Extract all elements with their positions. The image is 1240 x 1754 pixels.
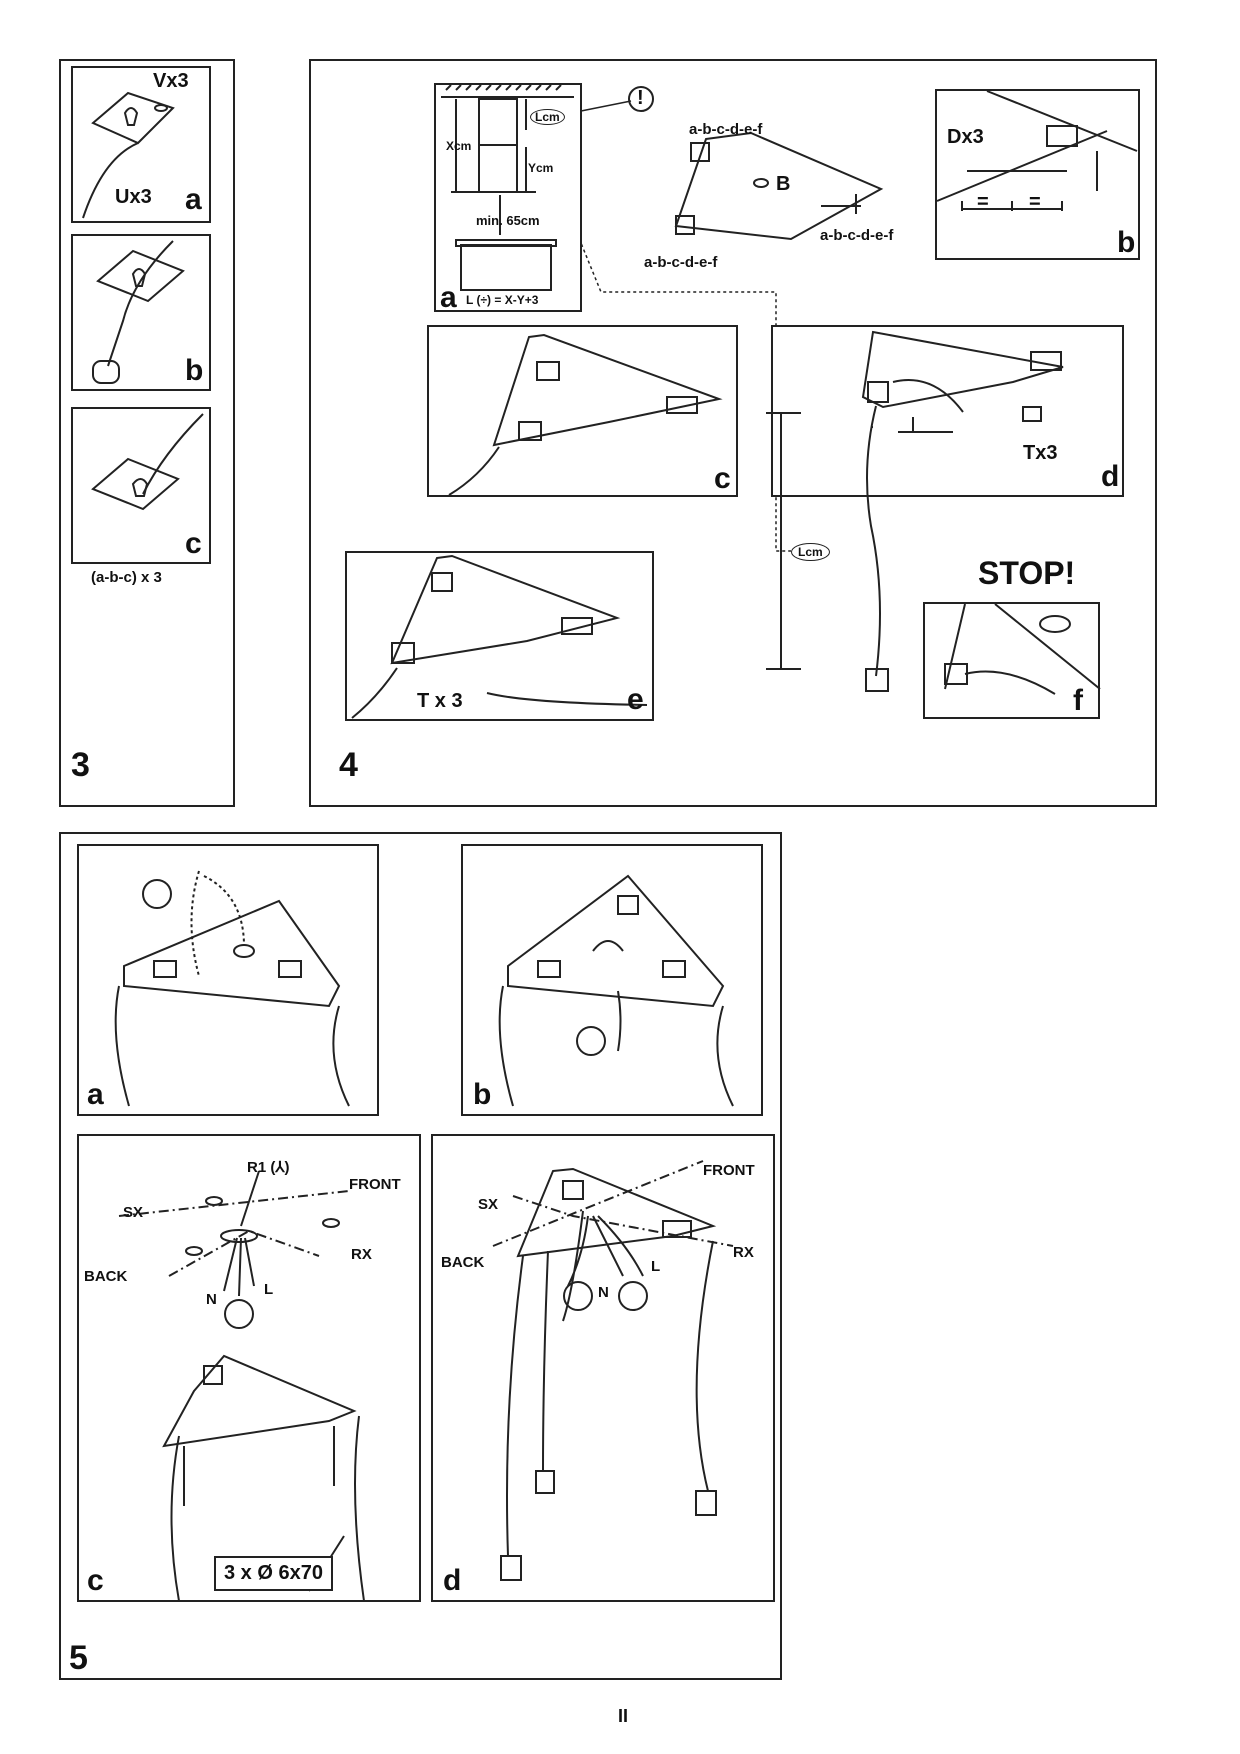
- label-n: N: [206, 1291, 217, 1308]
- label-l: L: [264, 1281, 274, 1298]
- step-letter: f: [1073, 684, 1083, 717]
- min-distance: min. 65cm: [476, 213, 540, 228]
- label-l-cm: Lcm: [530, 109, 565, 125]
- section-3: Vx3 Ux3 a b c (a-b-c) x 3 3: [59, 59, 235, 807]
- label-vx3: Vx3: [153, 70, 189, 92]
- step-letter: a: [440, 281, 457, 314]
- label-rx: RX: [733, 1244, 754, 1261]
- step-3b-panel: b: [71, 234, 211, 391]
- bracket-plate-icon: [91, 91, 175, 145]
- sequence-label-left: a-b-c-d-e-f: [644, 254, 718, 271]
- step-letter: b: [473, 1078, 492, 1111]
- sequence-label-top: a-b-c-d-e-f: [689, 121, 763, 138]
- step-5d-panel: FRONT SX BACK RX N L d: [431, 1134, 775, 1602]
- warning-icon: !: [637, 87, 644, 109]
- label-back: BACK: [84, 1268, 128, 1285]
- label-r1: R1 (⅄): [247, 1159, 290, 1176]
- section-number: 3: [71, 746, 90, 784]
- step-letter: d: [1101, 460, 1120, 493]
- label-tx3: Tx3: [1023, 442, 1058, 464]
- step-3c-panel: c: [71, 407, 211, 564]
- step-4d-panel: Tx3 d: [771, 325, 1124, 497]
- screw-spec-label: 3 x Ø 6x70: [214, 1556, 333, 1591]
- label-rx: RX: [351, 1246, 372, 1263]
- equal-sign-2: =: [1029, 191, 1041, 213]
- label-y-cm: Ycm: [528, 161, 554, 175]
- ground-icon: [576, 1026, 606, 1056]
- label-back: BACK: [441, 1254, 485, 1271]
- section-number: 5: [69, 1639, 88, 1677]
- step-4c-panel: c: [427, 325, 738, 497]
- stop-warning: STOP!: [978, 555, 1076, 591]
- label-x-cm: Xcm: [446, 139, 472, 153]
- step-letter: c: [714, 462, 731, 495]
- step-letter: a: [185, 183, 202, 216]
- bracket-label-b: B: [776, 173, 791, 195]
- label-l: L: [651, 1258, 661, 1275]
- label-sx: SX: [123, 1204, 144, 1221]
- label-dx3: Dx3: [947, 126, 984, 148]
- step-letter: d: [443, 1564, 462, 1597]
- label-n: N: [598, 1284, 609, 1301]
- label-sx: SX: [478, 1196, 499, 1213]
- step-4b-panel: Dx3 = = b: [935, 89, 1140, 260]
- ground-icon: [618, 1281, 648, 1311]
- step-letter: b: [1117, 226, 1136, 259]
- step-5c-panel: R1 (⅄) FRONT SX BACK RX N L 3 x Ø 6x70 c: [77, 1134, 421, 1602]
- section-5: a b R1 (⅄) FRONT SX BACK RX N L 3 x Ø 6x…: [59, 832, 782, 1680]
- ground-icon: [142, 879, 172, 909]
- step-letter: e: [627, 683, 644, 716]
- cable-length-label: Lcm: [791, 543, 830, 561]
- step-letter: c: [185, 527, 202, 560]
- label-ux3: Ux3: [115, 186, 152, 208]
- step-5b-panel: b: [461, 844, 763, 1116]
- step-3a-panel: Vx3 Ux3 a: [71, 66, 211, 223]
- equal-sign-1: =: [977, 191, 989, 213]
- cable-drop-illustration: [766, 405, 889, 692]
- step-letter: a: [87, 1078, 104, 1111]
- label-front: FRONT: [349, 1176, 401, 1193]
- ground-icon: [563, 1281, 593, 1311]
- bracket-b-illustration: [674, 131, 884, 241]
- step-letter: b: [185, 354, 204, 387]
- section-4: ! Xcm Ycm Lcm min. 65cm a L (÷) = X-Y+3 …: [309, 59, 1157, 807]
- label-t-x3: T x 3: [417, 690, 463, 712]
- step-letter: c: [87, 1564, 104, 1597]
- label-front: FRONT: [703, 1162, 755, 1179]
- page-number: II: [618, 1706, 629, 1726]
- repeat-note: (a-b-c) x 3: [91, 569, 162, 586]
- step-5a-panel: a: [77, 844, 379, 1116]
- step-4a-panel: Xcm Ycm Lcm min. 65cm a L (÷) = X-Y+3: [434, 83, 582, 314]
- ground-icon: [224, 1299, 254, 1329]
- length-formula: L (÷) = X-Y+3: [466, 293, 539, 307]
- step-4e-panel: T x 3 e: [345, 551, 654, 721]
- section-number: 4: [339, 746, 358, 784]
- step-4f-panel: f: [923, 602, 1101, 719]
- sequence-label-right: a-b-c-d-e-f: [820, 227, 894, 244]
